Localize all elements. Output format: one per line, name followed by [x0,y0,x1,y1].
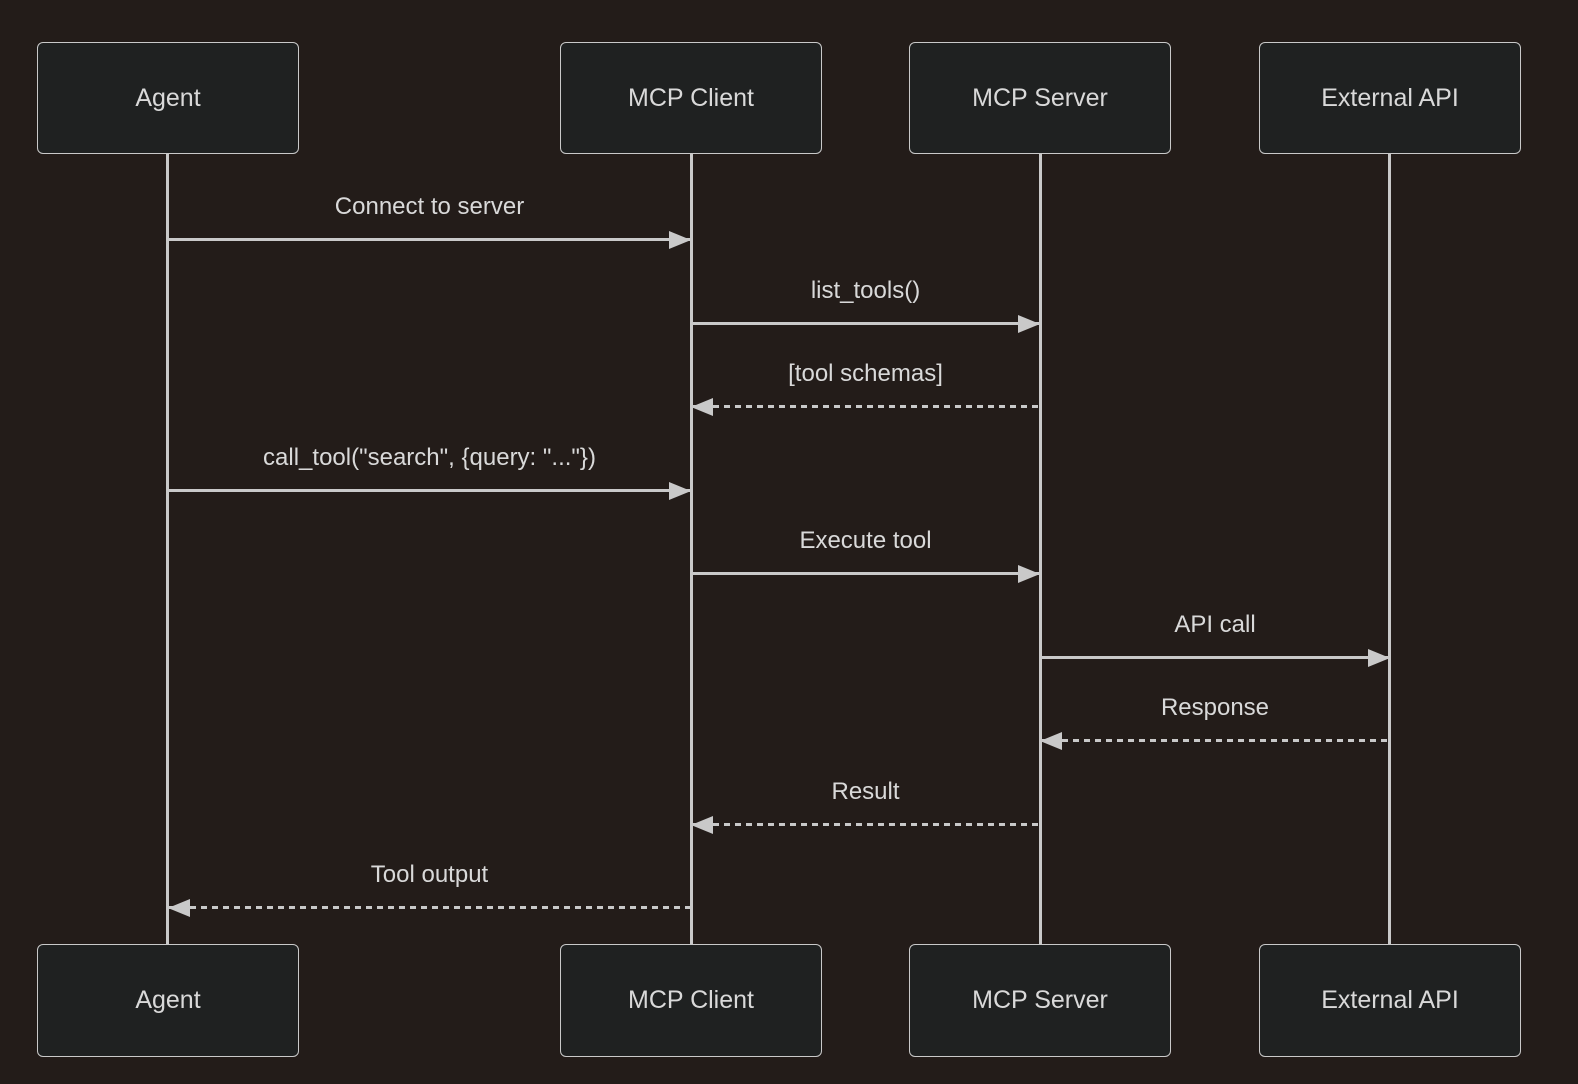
message-label: Tool output [370,861,489,888]
actor-box-mcp-server-bottom: MCP Server [909,944,1171,1057]
arrowhead-icon [691,397,713,416]
actor-label: Agent [135,986,201,1014]
message-line-dashed [168,906,691,909]
lifeline-agent [166,154,169,944]
actor-box-mcp-client-top: MCP Client [560,42,822,154]
actor-box-agent-bottom: Agent [37,944,299,1057]
actor-label: MCP Server [972,83,1108,112]
message-label: Execute tool [799,527,932,554]
arrowhead-icon [691,815,713,834]
message-label: list_tools() [810,277,921,304]
actor-label: MCP Client [628,83,754,112]
arrowhead-icon [669,230,691,249]
arrowhead-icon [1368,648,1390,667]
actor-box-external-api-bottom: External API [1259,944,1521,1057]
actor-box-agent-top: Agent [37,42,299,154]
message-label: Result [831,778,900,805]
message-line-solid [168,238,691,241]
message-line-solid [1040,656,1390,659]
message-label: call_tool("search", {query: "..."}) [263,444,596,471]
arrowhead-icon [669,481,691,500]
message-line-solid [691,572,1040,575]
message-line-dashed [1040,739,1390,742]
message-line-dashed [691,823,1040,826]
actor-label: MCP Client [628,986,754,1014]
lifeline-external-api [1388,154,1391,944]
lifeline-mcp-server [1039,154,1042,944]
message-line-solid [691,322,1040,325]
actor-label: Agent [135,83,201,112]
actor-box-mcp-server-top: MCP Server [909,42,1171,154]
arrowhead-icon [1040,731,1062,750]
actor-label: External API [1321,83,1459,112]
message-label: API call [1174,611,1256,638]
message-line-dashed [691,405,1040,408]
arrowhead-icon [1018,564,1040,583]
message-label: [tool schemas] [788,360,943,387]
actor-label: MCP Server [972,986,1108,1014]
actor-box-external-api-top: External API [1259,42,1521,154]
message-label: Connect to server [334,193,525,220]
arrowhead-icon [168,898,190,917]
message-label: Response [1160,694,1270,721]
message-line-solid [168,489,691,492]
actor-box-mcp-client-bottom: MCP Client [560,944,822,1057]
arrowhead-icon [1018,314,1040,333]
actor-label: External API [1321,986,1459,1014]
lifeline-mcp-client [690,154,693,944]
